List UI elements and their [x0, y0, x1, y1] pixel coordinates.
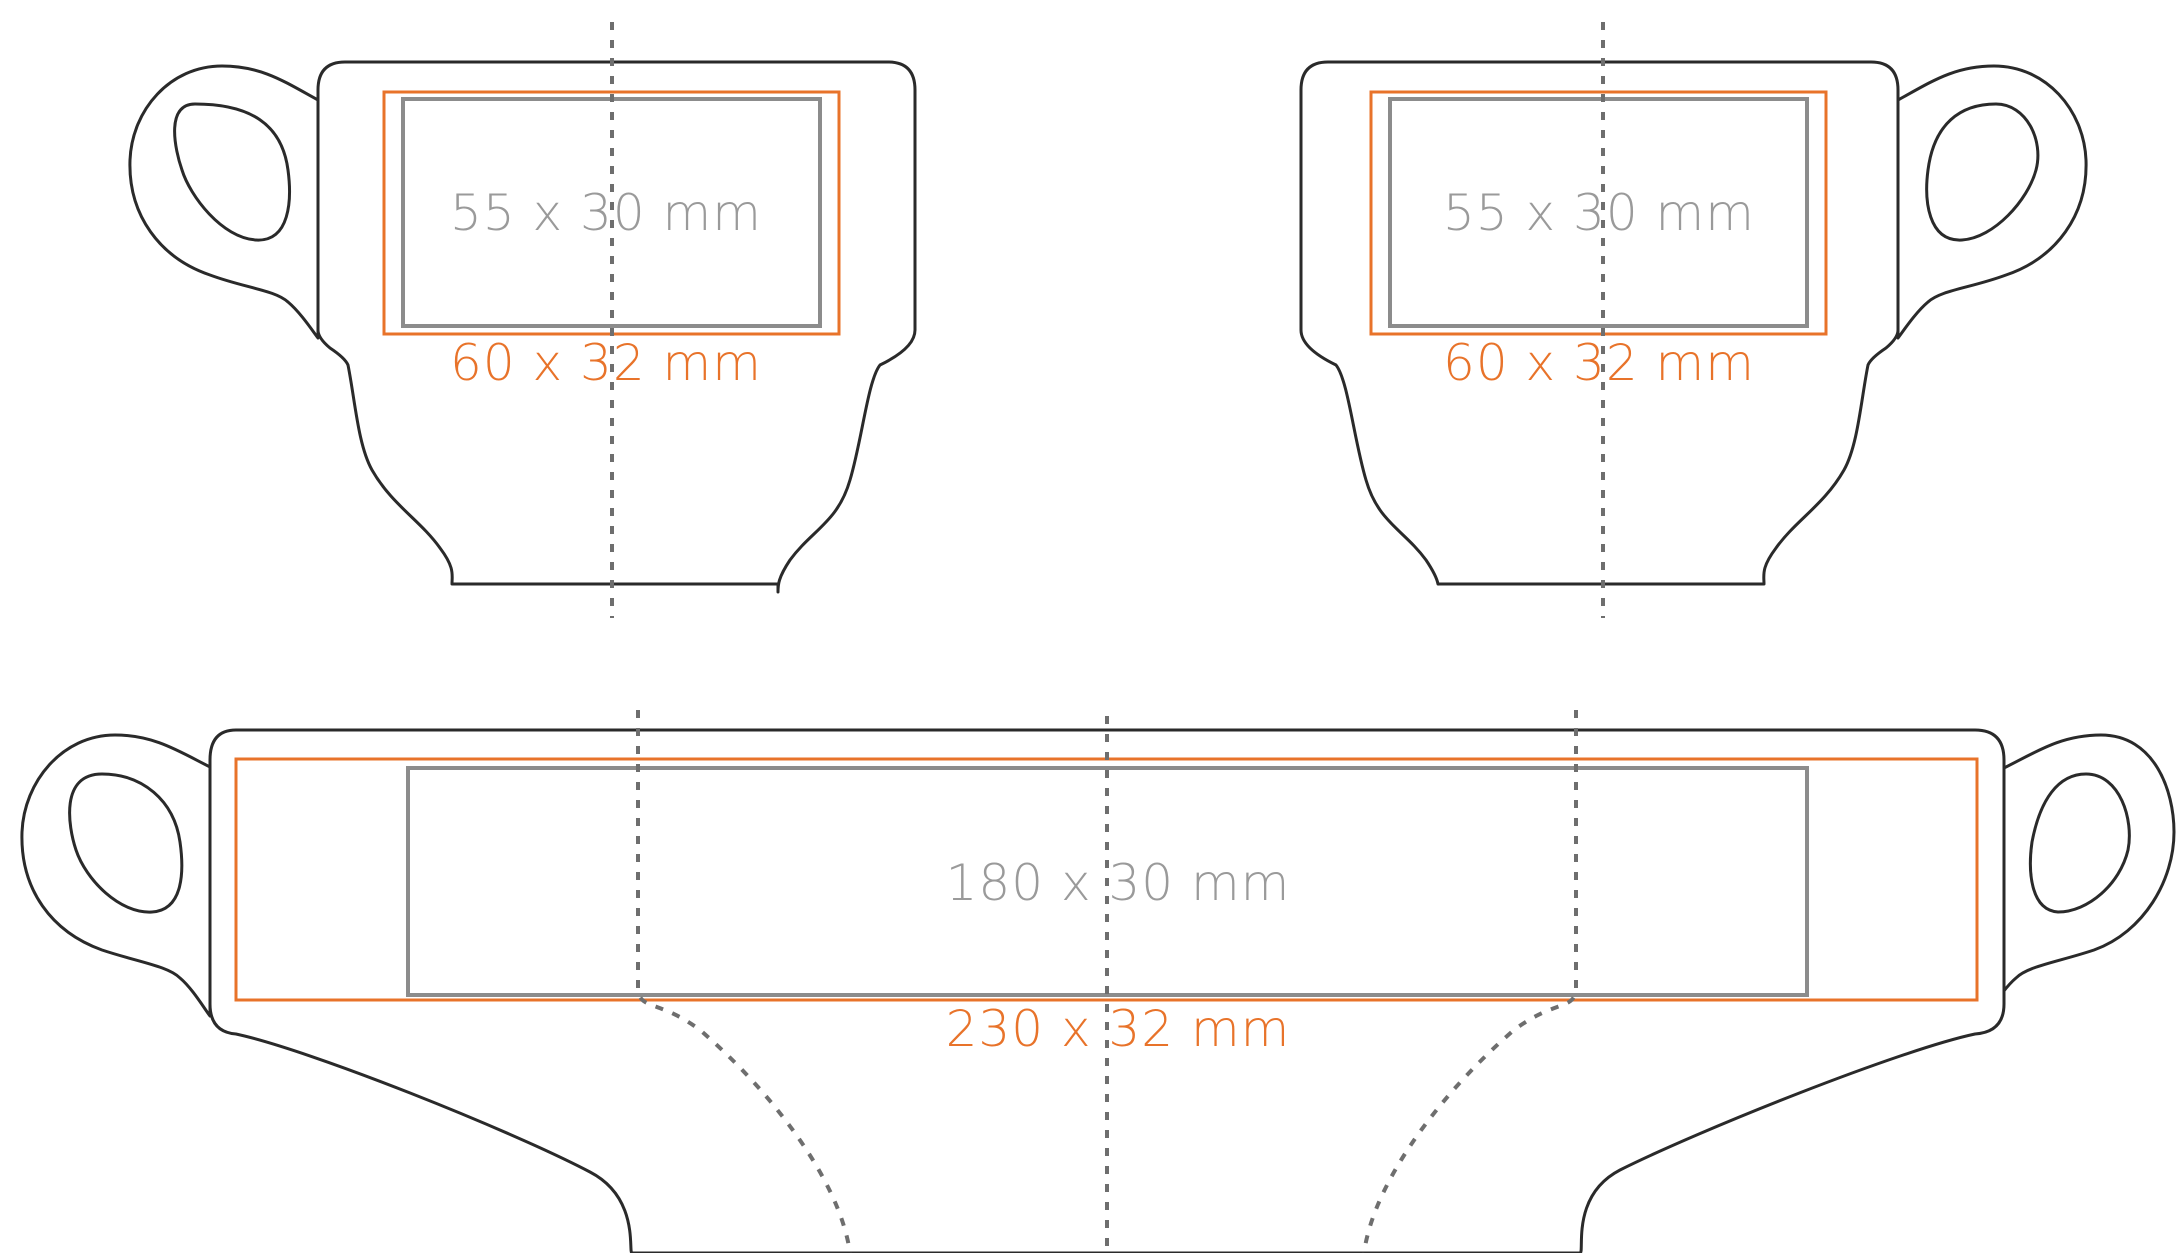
cup-unrolled-print-area-label: 180 x 30 mm	[946, 854, 1291, 912]
cup-left-handle-handle-hole	[173, 102, 291, 242]
cup-left-handle-print-area-label: 55 x 30 mm	[450, 184, 762, 242]
cup-right-handle-bleed-area-label: 60 x 32 mm	[1443, 334, 1755, 392]
cup-left-handle-bleed-area-label: 60 x 32 mm	[450, 334, 762, 392]
cup-unrolled-right-handle-hole	[2028, 772, 2131, 914]
cup-right-handle-print-area-label: 55 x 30 mm	[1443, 184, 1755, 242]
cup-left-handle-view: 55 x 30 mm 60 x 32 mm	[128, 22, 917, 618]
cup-right-handle-body	[1299, 60, 1900, 586]
cup-unrolled-print-area	[406, 766, 1809, 997]
cup-unrolled-right-seam-guide	[1362, 710, 1578, 1253]
cup-unrolled-view: 180 x 30 mm 230 x 32 mm	[20, 710, 2176, 1253]
cup-unrolled-left-seam-guide	[636, 710, 852, 1253]
cup-right-handle-print-area	[1388, 97, 1809, 328]
cup-unrolled-left-handle-hole	[68, 772, 184, 914]
cup-right-handle-bleed-area	[1369, 90, 1828, 336]
cup-right-handle-view: 55 x 30 mm 60 x 32 mm	[1299, 22, 2088, 618]
cup-right-handle-handle-hole	[1925, 102, 2040, 242]
cup-unrolled-bleed-area-label: 230 x 32 mm	[946, 1000, 1291, 1058]
